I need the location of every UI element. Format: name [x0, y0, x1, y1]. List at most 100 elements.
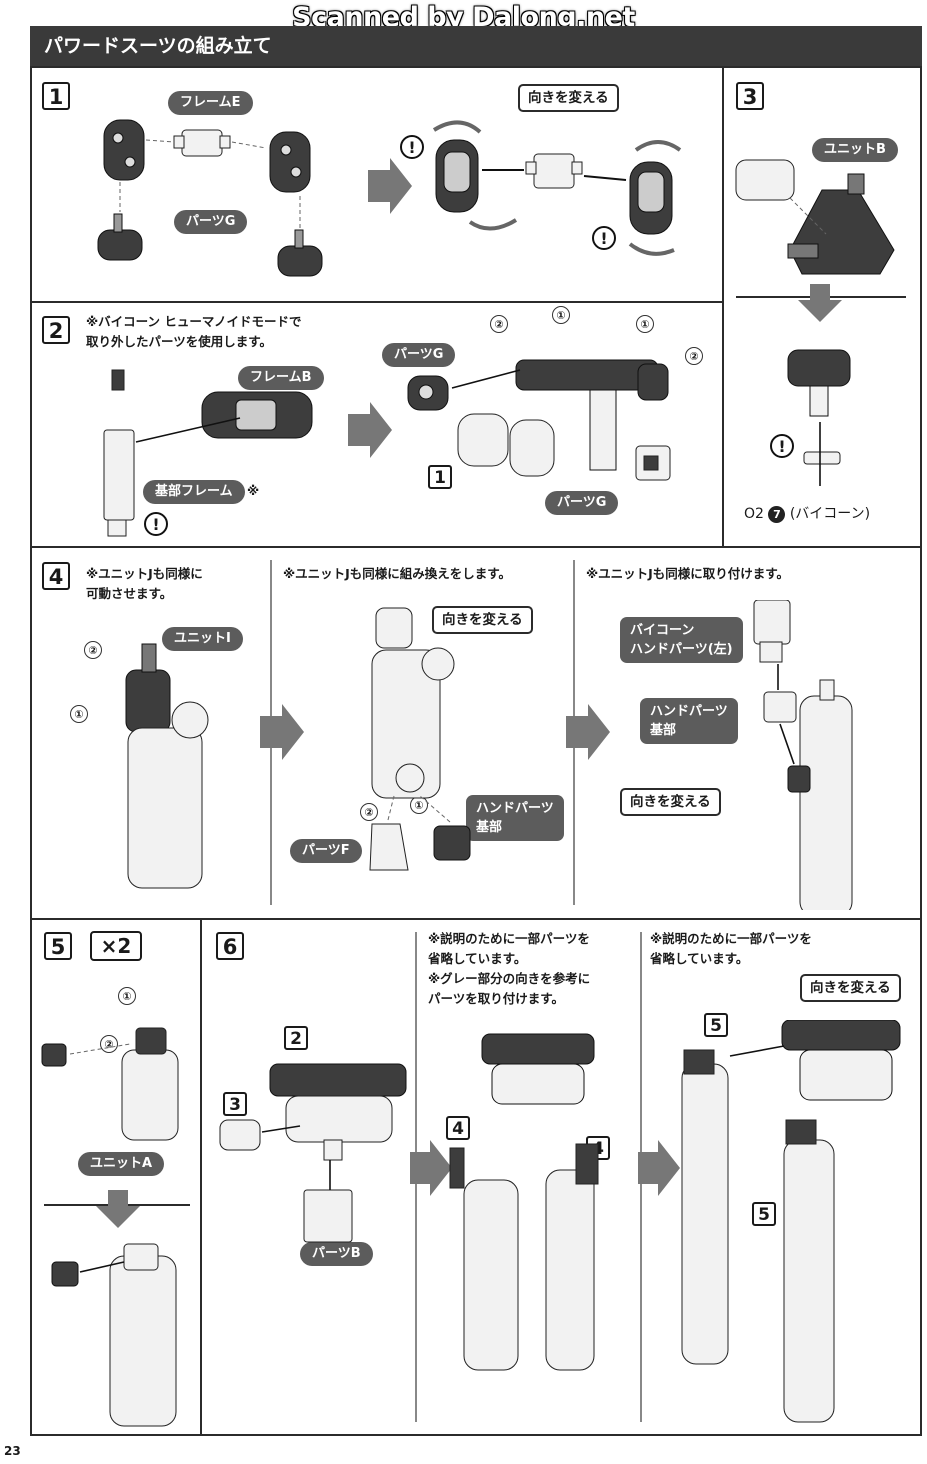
step-2-number: 2 — [42, 316, 70, 344]
hand-base-part-2 — [763, 691, 797, 723]
step-4-note-2: ※ユニットJも同様に組み換えをします。 — [283, 566, 512, 581]
bicorn-reference: O2 7 (バイコーン) — [744, 503, 870, 523]
step-5-diagram — [41, 1027, 179, 1427]
leg-left-middle — [449, 1147, 519, 1371]
hip-frame-lower — [285, 1095, 393, 1161]
frame-e-part — [173, 129, 231, 157]
unit-b-assembled — [219, 1119, 261, 1151]
change-direction-callout: 向きを変える — [518, 84, 619, 112]
hip-frame-right — [781, 1020, 901, 1101]
page-number: 23 — [4, 1444, 21, 1458]
small-joint-part-2 — [51, 1261, 79, 1287]
arm-part — [799, 679, 853, 910]
parts-g-right — [277, 229, 323, 277]
frame-part-assembled-left — [435, 139, 479, 213]
order-1-marker: ① — [636, 315, 654, 333]
unit-i-label: ユニットI — [162, 627, 243, 651]
step-6-note-1: ※説明のために一部パーツを 省略しています。 ※グレー部分の向きを参考に パーツ… — [428, 931, 591, 1006]
parts-g-left — [97, 213, 143, 261]
step-1-reference: 1 — [428, 465, 452, 489]
parts-b-part — [303, 1189, 353, 1243]
step-4-reference: 4 — [446, 1116, 470, 1140]
frame-part-set — [457, 413, 555, 477]
small-plate — [803, 451, 841, 465]
warning-icon: ! — [770, 434, 794, 458]
step-6-number: 6 — [216, 932, 244, 960]
step-5-reference: 5 — [704, 1013, 728, 1037]
parts-b-label: パーツB — [300, 1242, 373, 1266]
frame-b-part — [201, 391, 313, 439]
frame-part-right — [269, 131, 311, 193]
step-3-number: 3 — [736, 82, 764, 110]
step-6-note-2: ※説明のために一部パーツを 省略しています。 — [650, 931, 812, 966]
parts-g-part-2 — [635, 445, 671, 481]
bicorn-hand-parts-label: バイコーン ハンドパーツ(左) — [620, 617, 743, 663]
frame-part-assembled-right — [629, 161, 673, 235]
change-direction-callout: 向きを変える — [432, 606, 533, 634]
frame-b-label: フレームB — [238, 366, 324, 390]
step-6-panel — [200, 918, 922, 1436]
step-2-note: ※バイコーン ヒューマノイドモードで 取り外したパーツを使用します。 — [86, 314, 302, 349]
order-1-marker: ① — [552, 306, 570, 324]
leg-part-middle — [371, 607, 455, 799]
warning-icon: ! — [400, 135, 424, 159]
hip-frame-middle — [481, 1033, 595, 1105]
leg-right-middle — [545, 1143, 599, 1371]
parts-f-label: パーツF — [290, 839, 362, 863]
parts-f-part — [369, 823, 409, 871]
small-joint-part — [41, 1043, 67, 1067]
hip-frame-part — [269, 1063, 407, 1097]
frame-part-left — [103, 119, 145, 181]
unit-b-label: ユニットB — [812, 138, 898, 162]
warning-icon: ! — [144, 512, 168, 536]
bicorn-ref-suffix: (バイコーン) — [789, 506, 871, 522]
page-title: パワードスーツの組み立て — [30, 26, 922, 66]
leg-left-right — [681, 1049, 729, 1365]
order-2-marker: ② — [360, 803, 378, 821]
base-frame-part — [103, 369, 135, 537]
unit-a-assembled — [109, 1243, 177, 1427]
step-2-reference: 2 — [284, 1026, 308, 1050]
small-part — [735, 159, 795, 201]
step-4-note-1: ※ユニットJも同様に 可動させます。 — [86, 566, 203, 601]
order-2-marker: ② — [685, 347, 703, 365]
change-direction-callout: 向きを変える — [620, 788, 721, 816]
unit-i-part — [125, 643, 171, 733]
quantity-x2: ×2 — [90, 931, 142, 961]
order-2-marker: ② — [84, 641, 102, 659]
order-2-marker: ② — [490, 315, 508, 333]
bicorn-ref-number: 7 — [768, 505, 786, 523]
step-5-reference: 5 — [752, 1202, 776, 1226]
base-frame-mark: ※ — [247, 483, 260, 498]
bicorn-hand-part — [753, 600, 791, 663]
step-4-number: 4 — [42, 562, 70, 590]
step-1-diagram — [97, 119, 682, 277]
parts-g-label-2: パーツG — [545, 491, 619, 515]
leg-right-right — [783, 1119, 835, 1423]
step-2-diagram — [103, 359, 671, 537]
change-direction-callout: 向きを変える — [800, 974, 901, 1002]
frame-b-assembled — [515, 359, 669, 471]
unit-b-assembled — [787, 349, 851, 417]
parts-g-label: パーツG — [174, 210, 248, 234]
order-1-marker: ① — [118, 987, 136, 1005]
step-1-number: 1 — [42, 82, 70, 110]
bicorn-ref-prefix: O2 — [744, 506, 764, 522]
parts-g-part — [407, 375, 449, 411]
joint-part — [787, 765, 811, 793]
leg-part — [127, 701, 209, 889]
warning-icon: ! — [592, 226, 616, 250]
step-3-diagram — [735, 159, 895, 486]
parts-g-label: パーツG — [382, 343, 456, 367]
step-6-diagram — [219, 1020, 901, 1423]
order-1-marker: ① — [70, 705, 88, 723]
hand-parts-base-label-2: ハンドパーツ 基部 — [640, 698, 738, 744]
step-4-note-3: ※ユニットJも同様に取り付けます。 — [586, 566, 790, 581]
base-frame-label: 基部フレーム — [143, 480, 245, 504]
unit-a-label: ユニットA — [78, 1152, 165, 1176]
step-4-diagram — [125, 600, 853, 910]
frame-e-part-center — [525, 153, 583, 189]
unit-b-part — [787, 173, 895, 275]
step-3-reference: 3 — [223, 1092, 247, 1116]
unit-a-part — [121, 1027, 179, 1141]
